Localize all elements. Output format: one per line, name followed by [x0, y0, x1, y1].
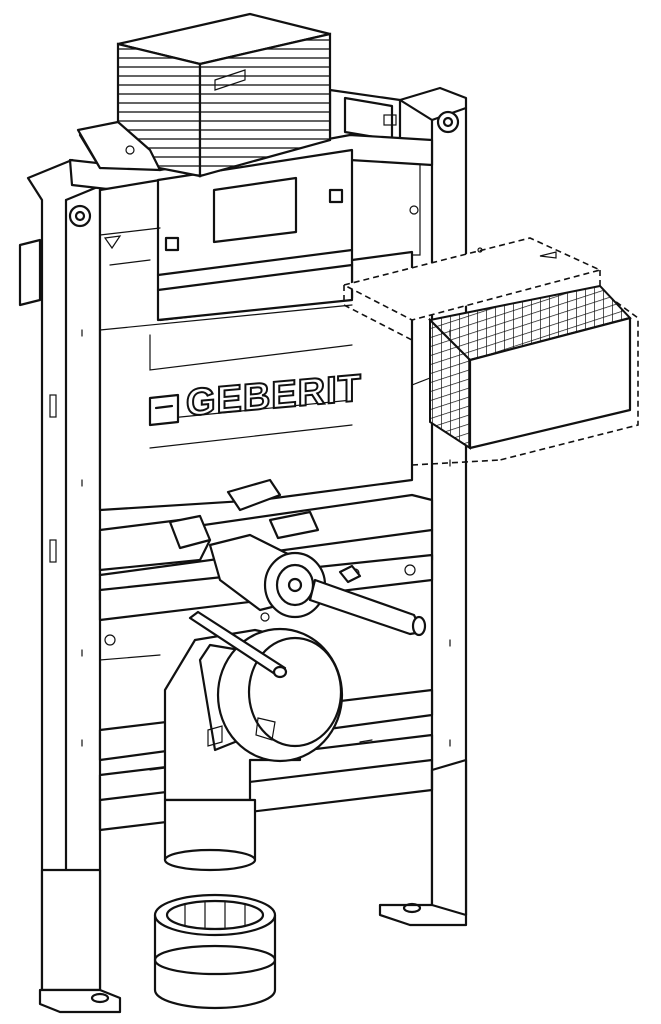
cistern-top-box: [76, 12, 332, 178]
cistern-body: [98, 148, 414, 512]
leg-markings: [81, 329, 451, 747]
drain-pipe-bend: [163, 610, 344, 872]
accessory-box-dashed: [341, 237, 639, 466]
flush-pipe: [98, 510, 427, 637]
drain-sleeve-cap: [153, 893, 277, 1010]
left-frame-leg: [18, 158, 122, 1014]
